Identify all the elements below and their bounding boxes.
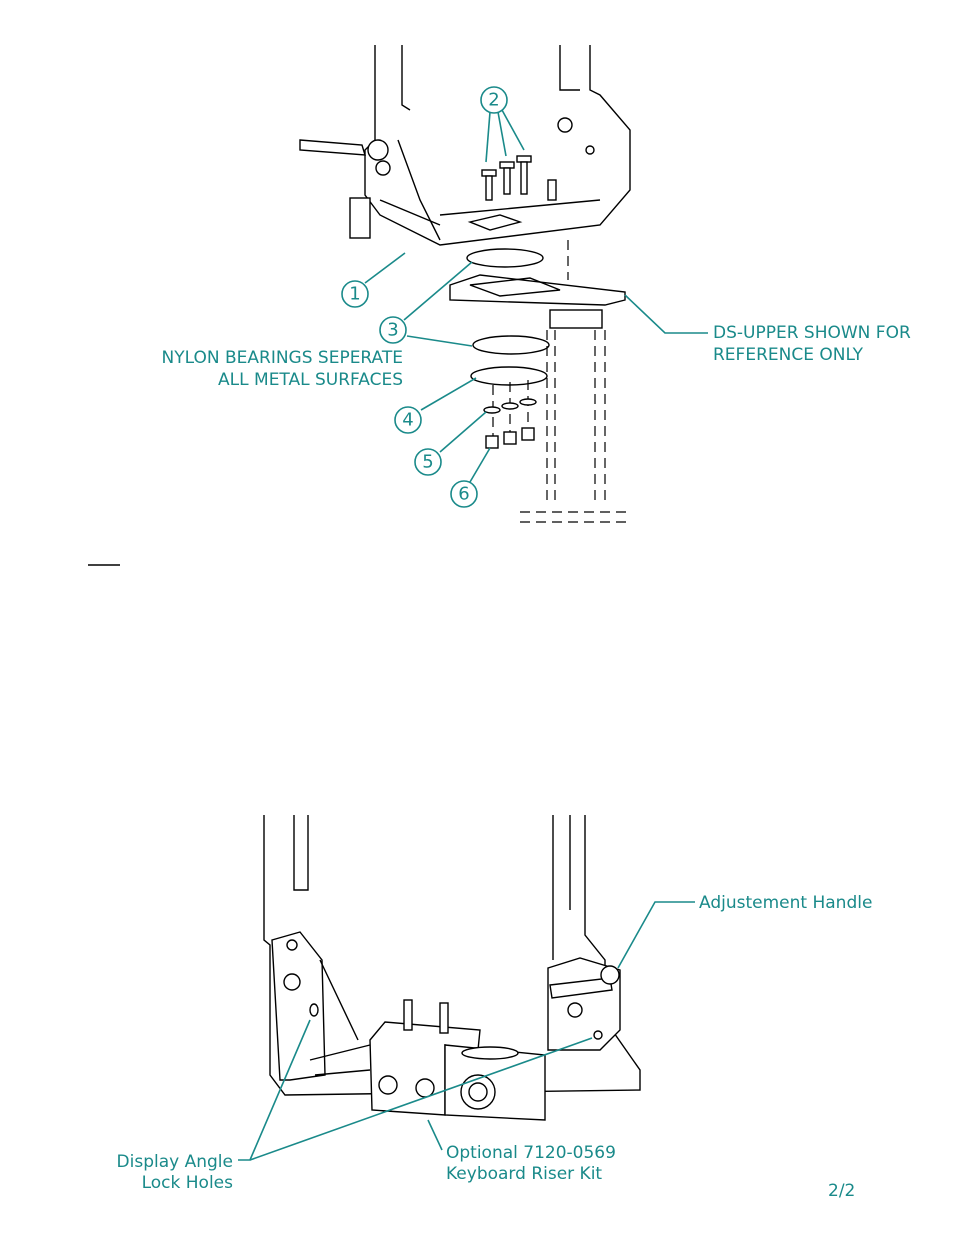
- metal-plate: [470, 366, 548, 386]
- nylon-bearing-top: [466, 248, 544, 268]
- item-number-4: 4: [402, 410, 413, 431]
- item-4-callout: 4: [394, 406, 422, 434]
- bottom-leaders: [238, 901, 695, 1161]
- item-number-1: 1: [349, 284, 360, 305]
- item-5-callout: 5: [414, 448, 442, 476]
- ds-upper-callout-line2: REFERENCE ONLY: [713, 345, 864, 365]
- item-number-6: 6: [458, 484, 469, 505]
- lock-holes-callout-line2: Lock Holes: [142, 1173, 234, 1193]
- item-6-callout: 6: [450, 480, 478, 508]
- page-number: 2/2: [828, 1181, 855, 1201]
- nylon-callout-line2: ALL METAL SURFACES: [218, 370, 403, 390]
- bottom-assembled-view: [263, 815, 641, 1121]
- item-1-callout: 1: [341, 280, 369, 308]
- item-2-callout: 2: [480, 86, 508, 114]
- top-exploded-view: [299, 45, 631, 523]
- riser-kit-callout-line2: Keyboard Riser Kit: [446, 1164, 602, 1184]
- top-leaders: [364, 109, 708, 483]
- riser-kit-callout-line1: Optional 7120-0569: [446, 1143, 616, 1163]
- item-3-callout: 3: [379, 316, 407, 344]
- nylon-callout-line1: NYLON BEARINGS SEPERATE: [162, 348, 404, 368]
- item-2-screws: [481, 155, 532, 201]
- item-number-5: 5: [422, 452, 433, 473]
- item-number-3: 3: [387, 320, 398, 341]
- adjustment-handle-callout: Adjustement Handle: [699, 893, 872, 913]
- ds-upper-callout-line1: DS-UPPER SHOWN FOR: [713, 323, 911, 343]
- lock-holes-callout-line1: Display Angle: [117, 1152, 233, 1172]
- item-number-2: 2: [488, 90, 499, 111]
- nylon-bearing-bottom: [472, 335, 550, 355]
